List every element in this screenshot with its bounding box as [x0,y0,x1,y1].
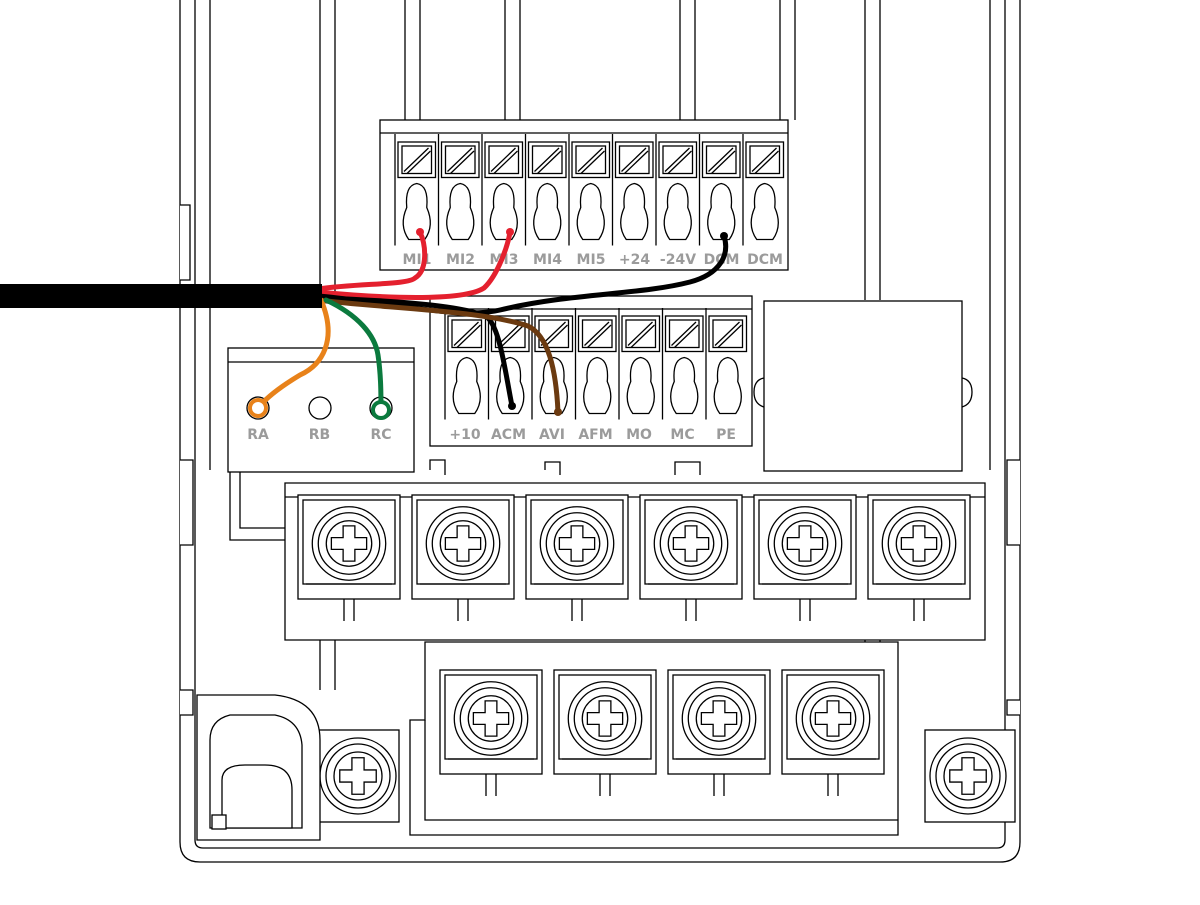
power-terminal-upper-3 [525,494,629,621]
endpoint-dcm [720,232,728,240]
top-terminal-label-24: +24 [619,252,650,268]
signal-cable [0,284,322,308]
wire-brown-avi [315,297,561,415]
power-terminal-upper-2 [411,494,515,621]
endpoint-mi3 [506,228,514,236]
mid-terminal-label-10: +10 [449,427,480,443]
top-terminal-5 [568,134,611,246]
wires [0,228,729,420]
power-terminal-block-lower [409,641,899,836]
power-terminal-upper-1-screw [311,506,387,581]
top-terminal-1 [394,134,437,246]
mid-terminal-1 [444,308,487,420]
mid-terminal-label-afm: AFM [578,427,612,443]
mid-terminal-label-avi: AVI [539,427,565,443]
power-terminal-upper-4 [639,494,743,621]
mid-terminal-6 [661,308,704,420]
wire-red-mi1 [315,229,428,292]
top-terminal-label-mi2: MI2 [446,252,475,268]
relay-label-ra: RA [247,427,269,443]
relay-label-rb: RB [309,427,330,443]
power-terminal-lower-4 [781,669,885,796]
side-module [753,300,973,472]
ground-screw-left [319,737,397,815]
top-terminal-7 [655,134,698,246]
top-terminal-label-mi5: MI5 [577,252,606,268]
mid-terminal-label-mo: MO [626,427,652,443]
power-terminal-upper-6 [867,494,971,621]
power-terminal-upper-5-screw [767,506,843,581]
power-terminal-lower-2 [553,669,657,796]
top-terminal-4 [524,134,567,246]
top-terminal-block [379,119,789,271]
power-terminal-lower-2-screw [567,681,643,756]
wire-orange-ra [255,297,331,411]
power-terminal-upper-2-screw [425,506,501,581]
wire-red-mi3 [315,229,513,300]
drive-housing [179,0,1021,863]
mid-terminal-label-pe: PE [716,427,736,443]
endpoint-mi1 [416,228,424,236]
power-terminal-block-upper [284,482,986,641]
power-terminal-upper-1 [297,494,401,621]
relay-label-rc: RC [370,427,391,443]
ground-screws [318,729,1016,823]
top-terminal-label-mi4: MI4 [533,252,562,268]
mid-terminal-label-mc: MC [670,427,694,443]
top-terminal-2 [437,134,480,246]
top-terminal-label-dcm: DCM [747,252,783,268]
middle-terminal-block [429,295,753,447]
mid-terminal-4 [574,308,617,420]
power-terminal-lower-3-screw [681,681,757,756]
top-terminal-9 [742,134,785,246]
top-terminal-6 [611,134,654,246]
top-terminal-3 [481,134,524,246]
power-terminal-upper-5 [753,494,857,621]
power-terminal-lower-1-screw [453,681,529,756]
mid-terminal-5 [618,308,661,420]
power-terminal-upper-6-screw [881,506,957,581]
top-terminal-8 [698,134,741,246]
endpoint-rc [371,400,391,420]
endpoint-ra [248,398,268,418]
ground-screw-right [929,737,1007,815]
mid-terminal-label-acm: ACM [491,427,526,443]
mid-terminal-3 [531,308,574,420]
power-terminal-lower-3 [667,669,771,796]
power-terminal-lower-1 [439,669,543,796]
wire-green-rc [323,297,384,413]
power-terminal-lower-4-screw [795,681,871,756]
relay-hole-2 [308,396,332,420]
mid-terminal-7 [705,308,748,420]
endpoint-acm [508,402,516,410]
cable-gland [196,694,321,841]
top-terminal-label-24v: -24V [660,252,696,268]
power-terminal-upper-4-screw [653,506,729,581]
endpoint-avi [554,408,562,416]
power-terminal-upper-3-screw [539,506,615,581]
